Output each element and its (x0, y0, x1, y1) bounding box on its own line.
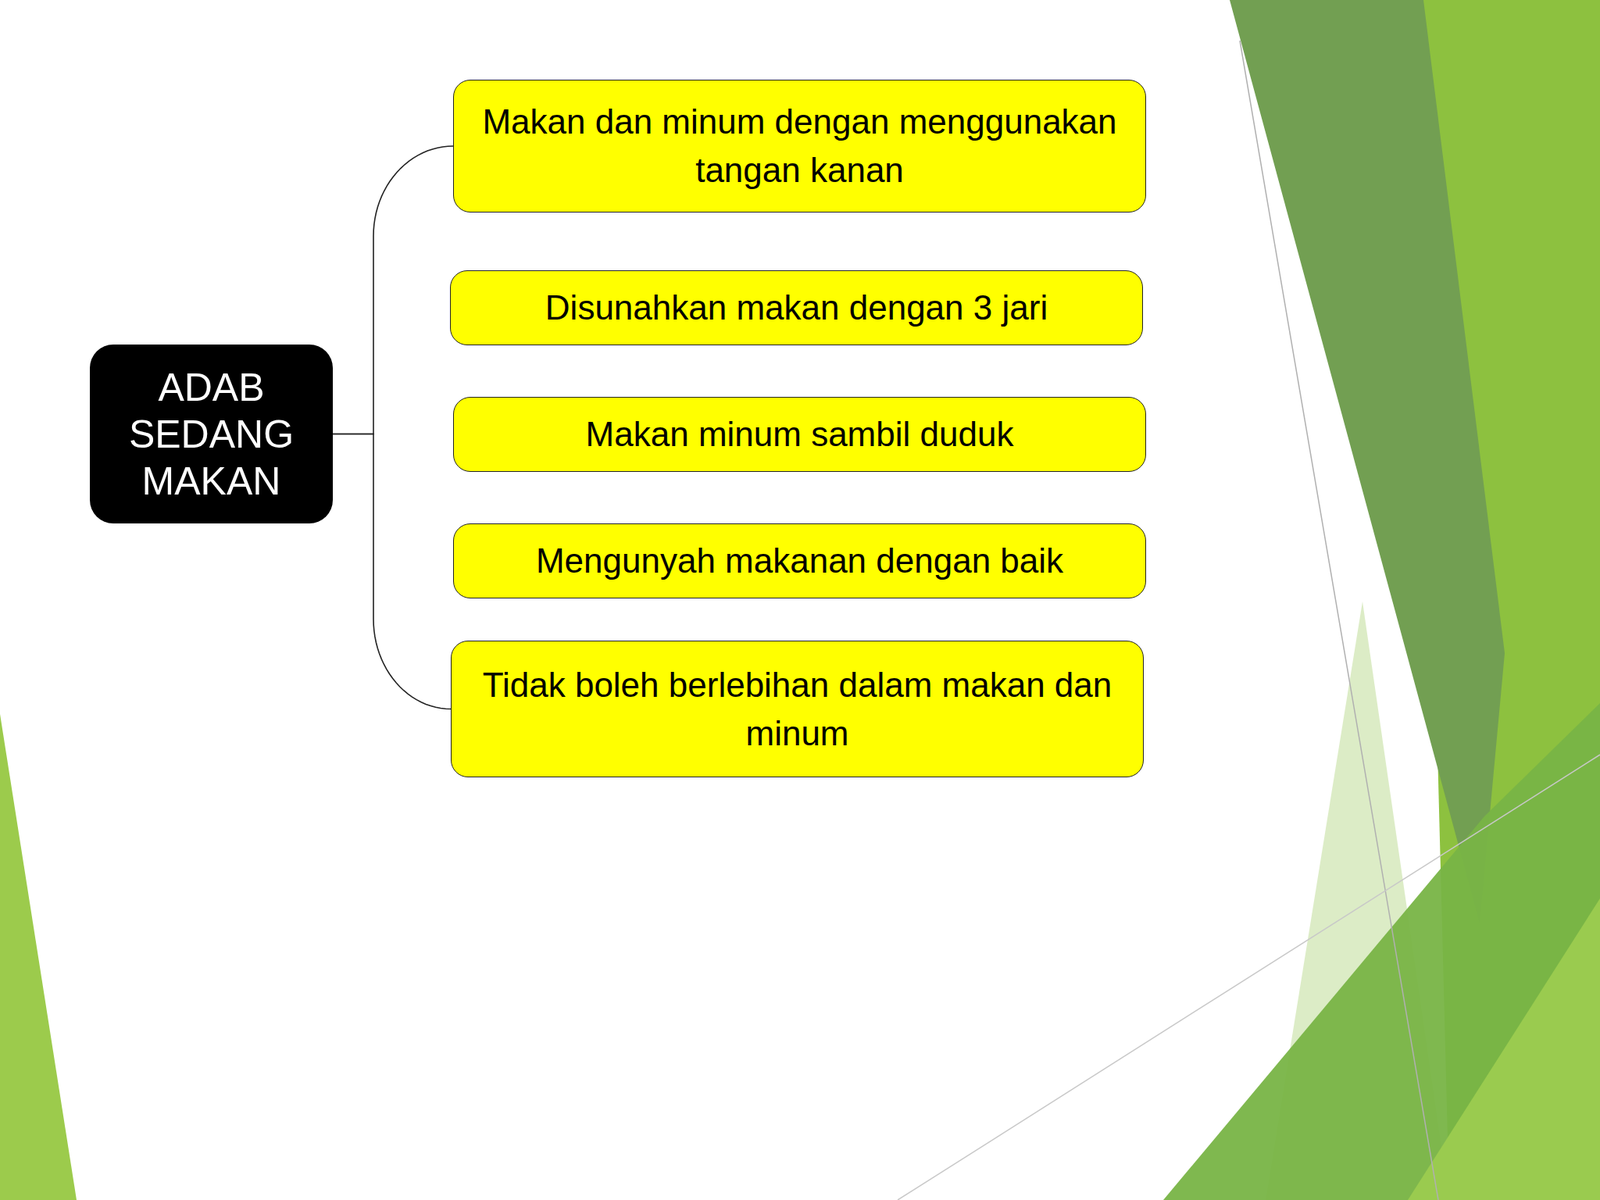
box-text: Tidak boleh berlebihan dalam makan dan m… (470, 660, 1125, 758)
box-text: Mengunyah makanan dengan baik (535, 536, 1064, 586)
thin-line (897, 754, 1600, 1200)
box-text: Makan dan minum dengan menggunakan tanga… (472, 97, 1127, 194)
rule-box: Disunahkan makan dengan 3 jari (450, 270, 1143, 346)
bracket-connector (332, 146, 454, 435)
box-text: Disunahkan makan dengan 3 jari (545, 283, 1048, 333)
rule-box: Mengunyah makanan dengan baik (453, 523, 1147, 599)
rule-box: Makan minum sambil duduk (453, 396, 1147, 472)
rule-box: Makan dan minum dengan menggunakan tanga… (453, 79, 1147, 213)
box-text: ADAB SEDANG MAKAN (113, 364, 310, 505)
green-triangle (0, 714, 77, 1200)
green-triangle (1407, 898, 1600, 1200)
rule-box: Tidak boleh berlebihan dalam makan dan m… (450, 640, 1144, 778)
bracket-connector (332, 434, 451, 710)
topic-box: ADAB SEDANG MAKAN (89, 344, 333, 524)
box-text: Makan minum sambil duduk (585, 410, 1015, 459)
thin-line (1239, 40, 1439, 1200)
green-triangle (1163, 703, 1600, 1200)
